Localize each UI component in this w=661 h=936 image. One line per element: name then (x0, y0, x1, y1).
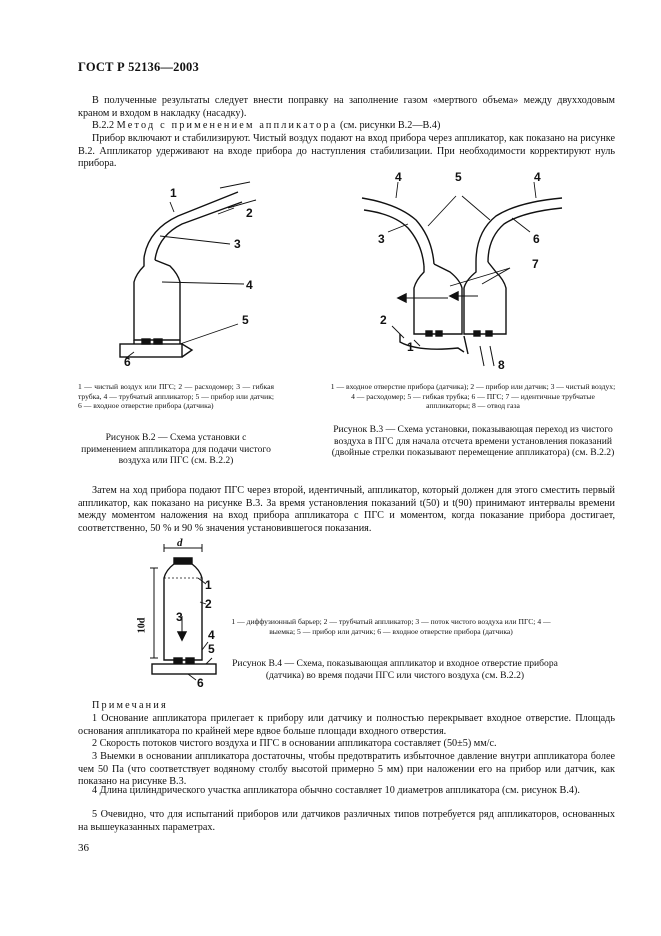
note-item-4: 4 Длина цилиндрического участка аппликат… (92, 785, 580, 796)
fig-b2-label-2: 2 (246, 206, 253, 220)
fig-b2-label-3: 3 (234, 237, 241, 251)
figure-b4-caption: Рисунок В.4 — Схема, показывающая апплик… (232, 658, 558, 681)
fig-b4-label-6: 6 (197, 676, 204, 690)
section-ref: (см. рисунки В.2—В.4) (340, 120, 441, 131)
note-item-1: 1 Основание аппликатора прилегает к приб… (78, 713, 615, 737)
fig-b4-label-1: 1 (205, 578, 212, 592)
fig-b3-label-6-top: 6 (533, 232, 540, 246)
fig-b4-label-5: 5 (208, 642, 215, 656)
fig-b2-label-4: 4 (246, 278, 253, 292)
figure-b2-caption: Рисунок В.2 — Схема установки с применен… (81, 432, 271, 467)
figure-b3-caption: Рисунок В.3 — Схема установки, показываю… (331, 424, 615, 459)
figure-b4-drawing (150, 544, 217, 681)
figure-b2-legend: 1 — чистый воздух или ПГС; 2 — расходоме… (78, 382, 274, 411)
note-item-5: 5 Очевидно, что для испытаний приборов и… (78, 809, 615, 833)
figure-b3-drawing (361, 181, 563, 367)
figure-b4-legend: 1 — диффузионный барьер; 2 — трубчатый а… (231, 617, 551, 636)
notes-title: Примечания (92, 700, 492, 713)
note-item-2: 2 Скорость потоков чистого воздуха и ПГС… (92, 738, 497, 749)
fig-b3-label-3: 3 (378, 232, 385, 246)
section-title: Метод с применением аппликатора (116, 120, 338, 131)
fig-b4-label-4: 4 (208, 628, 215, 642)
paragraph-response-time: Затем на ход прибора подают ПГС через вт… (78, 485, 615, 534)
fig-b3-label-7: 7 (532, 257, 539, 271)
section-number: В.2.2 (92, 120, 115, 131)
page-number: 36 (78, 842, 89, 854)
fig-b3-label-4-right: 4 (534, 170, 541, 184)
paragraph-procedure: Прибор включают и стабилизируют. Чистый … (78, 133, 615, 170)
fig-b4-label-3: 3 (176, 610, 183, 624)
section-heading: В.2.2 Метод с применением аппликатора (с… (78, 120, 615, 133)
fig-b4-label-2: 2 (205, 597, 212, 611)
fig-b2-label-1: 1 (170, 186, 177, 200)
paragraph-correction: В полученные результаты следует внести п… (78, 95, 615, 119)
fig-b3-label-4-left: 4 (395, 170, 402, 184)
fig-b3-label-5: 5 (455, 170, 462, 184)
fig-b3-label-2: 2 (380, 313, 387, 327)
figure-b3-legend: 1 — входное отверстие прибора (датчика);… (330, 382, 616, 411)
fig-b4-dim-d: d (177, 537, 183, 549)
note-item-3: 3 Выемки в основании аппликатора достато… (78, 751, 615, 788)
fig-b2-label-6: 6 (124, 355, 131, 369)
document-header: ГОСТ Р 52136—2003 (78, 60, 199, 74)
fig-b3-label-8: 8 (498, 358, 505, 372)
figure-b2-drawing (119, 181, 257, 359)
fig-b3-label-1: 1 (407, 340, 414, 354)
notes-title-text: Примечания (92, 700, 168, 711)
fig-b4-dim-10d: 10d (136, 617, 148, 634)
fig-b2-label-5: 5 (242, 313, 249, 327)
